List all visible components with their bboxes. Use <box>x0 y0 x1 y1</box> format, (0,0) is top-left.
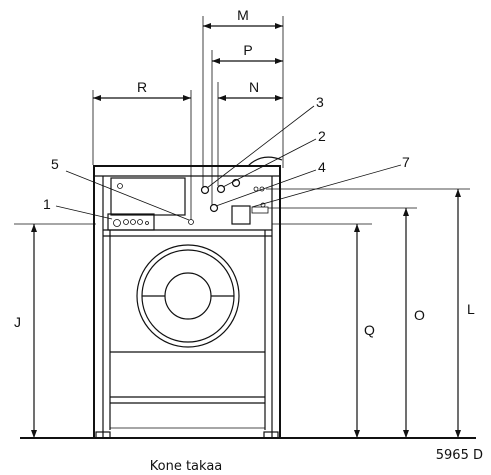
drum-outer <box>136 244 240 348</box>
callout-2: 2 <box>318 128 326 144</box>
dimension-label-J: J <box>14 314 21 330</box>
callout-1: 1 <box>43 196 51 212</box>
callout-4: 4 <box>318 159 326 175</box>
connection-point-3 <box>200 185 210 195</box>
view-caption: Kone takaa <box>150 459 223 474</box>
connection-point-4 <box>209 203 219 213</box>
connection-point-2 <box>216 184 226 194</box>
callout-5: 5 <box>51 156 59 172</box>
upper-service-panel <box>110 177 186 216</box>
callout-7: 7 <box>402 154 410 170</box>
machine-body <box>93 156 283 439</box>
dimension-label-L: L <box>467 301 475 317</box>
foot-left <box>95 431 111 439</box>
drum-inner <box>164 272 212 320</box>
connection-panel <box>107 213 155 231</box>
dimension-label-O: O <box>414 307 425 323</box>
foot-right <box>263 431 279 439</box>
dimension-label-Q: Q <box>364 322 375 338</box>
dimension-label-N: N <box>249 79 259 95</box>
dimension-label-M: M <box>237 7 249 23</box>
connection-point-5 <box>188 219 194 225</box>
machine-outer-frame <box>93 165 281 439</box>
valve-block <box>231 205 251 225</box>
dimension-label-P: P <box>243 42 252 58</box>
callout-3: 3 <box>316 94 324 110</box>
drawing-number: 5965 D <box>436 448 483 463</box>
dimension-label-R: R <box>137 79 147 95</box>
top-cover-bulge <box>247 156 283 167</box>
